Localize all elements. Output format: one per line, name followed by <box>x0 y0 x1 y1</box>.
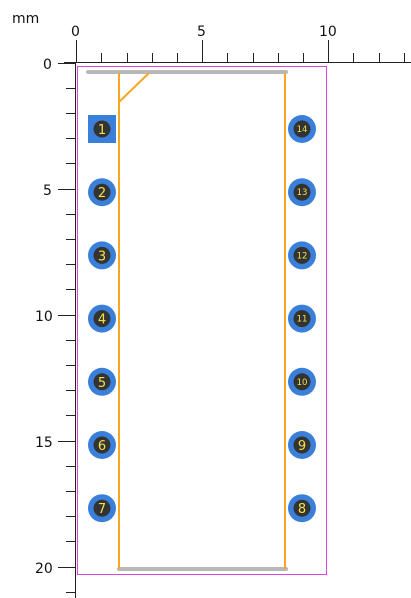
left-tick-label-10: 10 <box>35 309 53 325</box>
pad-drill-hole <box>93 183 111 201</box>
pad-number: 5 <box>98 376 106 391</box>
pad-number: 6 <box>98 439 106 454</box>
pad-number: 13 <box>297 188 308 198</box>
pad-10[interactable]: 10 <box>288 367 316 396</box>
pad-drill-hole <box>293 310 311 328</box>
pad-number: 7 <box>98 502 106 517</box>
courtyard-outline <box>77 66 327 575</box>
pad-number: 10 <box>297 378 308 388</box>
pad-drill-hole <box>93 499 111 517</box>
pad-drill-hole <box>93 246 111 264</box>
pad-number: 11 <box>297 315 308 325</box>
pad-number: 3 <box>98 249 106 264</box>
top-tick-label-5: 5 <box>197 24 206 40</box>
pads-left: 1 2 3 4 5 6 7 <box>88 115 116 523</box>
left-tick-label-0: 0 <box>43 57 52 73</box>
left-tick-label-15: 15 <box>35 435 53 451</box>
pad-5[interactable]: 5 <box>88 367 116 396</box>
silkscreen-outline <box>118 72 286 569</box>
pad-number: 12 <box>297 251 308 261</box>
pad-drill-hole <box>93 310 111 328</box>
pad-4[interactable]: 4 <box>88 304 116 333</box>
pad-13[interactable]: 13 <box>288 178 316 207</box>
pad-number: 1 <box>98 123 106 138</box>
pad-12[interactable]: 12 <box>288 241 316 270</box>
pads-right: 14 13 12 11 10 9 8 <box>288 115 316 523</box>
pad-14[interactable]: 14 <box>288 115 316 143</box>
top-ruler-ticks <box>64 40 411 63</box>
pad-drill-hole <box>293 120 311 138</box>
pad-9[interactable]: 9 <box>288 431 316 459</box>
pad-6[interactable]: 6 <box>88 431 116 459</box>
pad-drill-hole <box>293 499 311 517</box>
pad-drill-hole <box>93 373 111 391</box>
pad-number: 8 <box>298 502 306 517</box>
pad-2[interactable]: 2 <box>88 178 116 207</box>
pad-drill-hole <box>93 120 111 138</box>
top-tick-label-10: 10 <box>319 24 337 40</box>
left-tick-label-5: 5 <box>43 183 52 199</box>
pad-number: 4 <box>98 313 106 328</box>
left-tick-label-20: 20 <box>35 561 53 577</box>
pad-drill-hole <box>93 436 111 454</box>
pad-3[interactable]: 3 <box>88 241 116 270</box>
ruler-unit-label: mm <box>12 11 39 27</box>
pad-drill-hole <box>293 436 311 454</box>
pad-11[interactable]: 11 <box>288 304 316 333</box>
pad-drill-hole <box>293 246 311 264</box>
pad-number: 14 <box>297 125 308 135</box>
pad-8[interactable]: 8 <box>288 494 316 523</box>
pad-drill-hole <box>293 183 311 201</box>
pad-drill-hole <box>293 373 311 391</box>
left-ruler-ticks <box>58 62 76 598</box>
pad-1[interactable]: 1 <box>88 115 116 143</box>
pad-number: 2 <box>98 186 106 201</box>
top-tick-label-0: 0 <box>71 24 80 40</box>
pad-number: 9 <box>298 439 306 454</box>
left-ruler <box>0 0 76 598</box>
pad-7[interactable]: 7 <box>88 494 116 523</box>
